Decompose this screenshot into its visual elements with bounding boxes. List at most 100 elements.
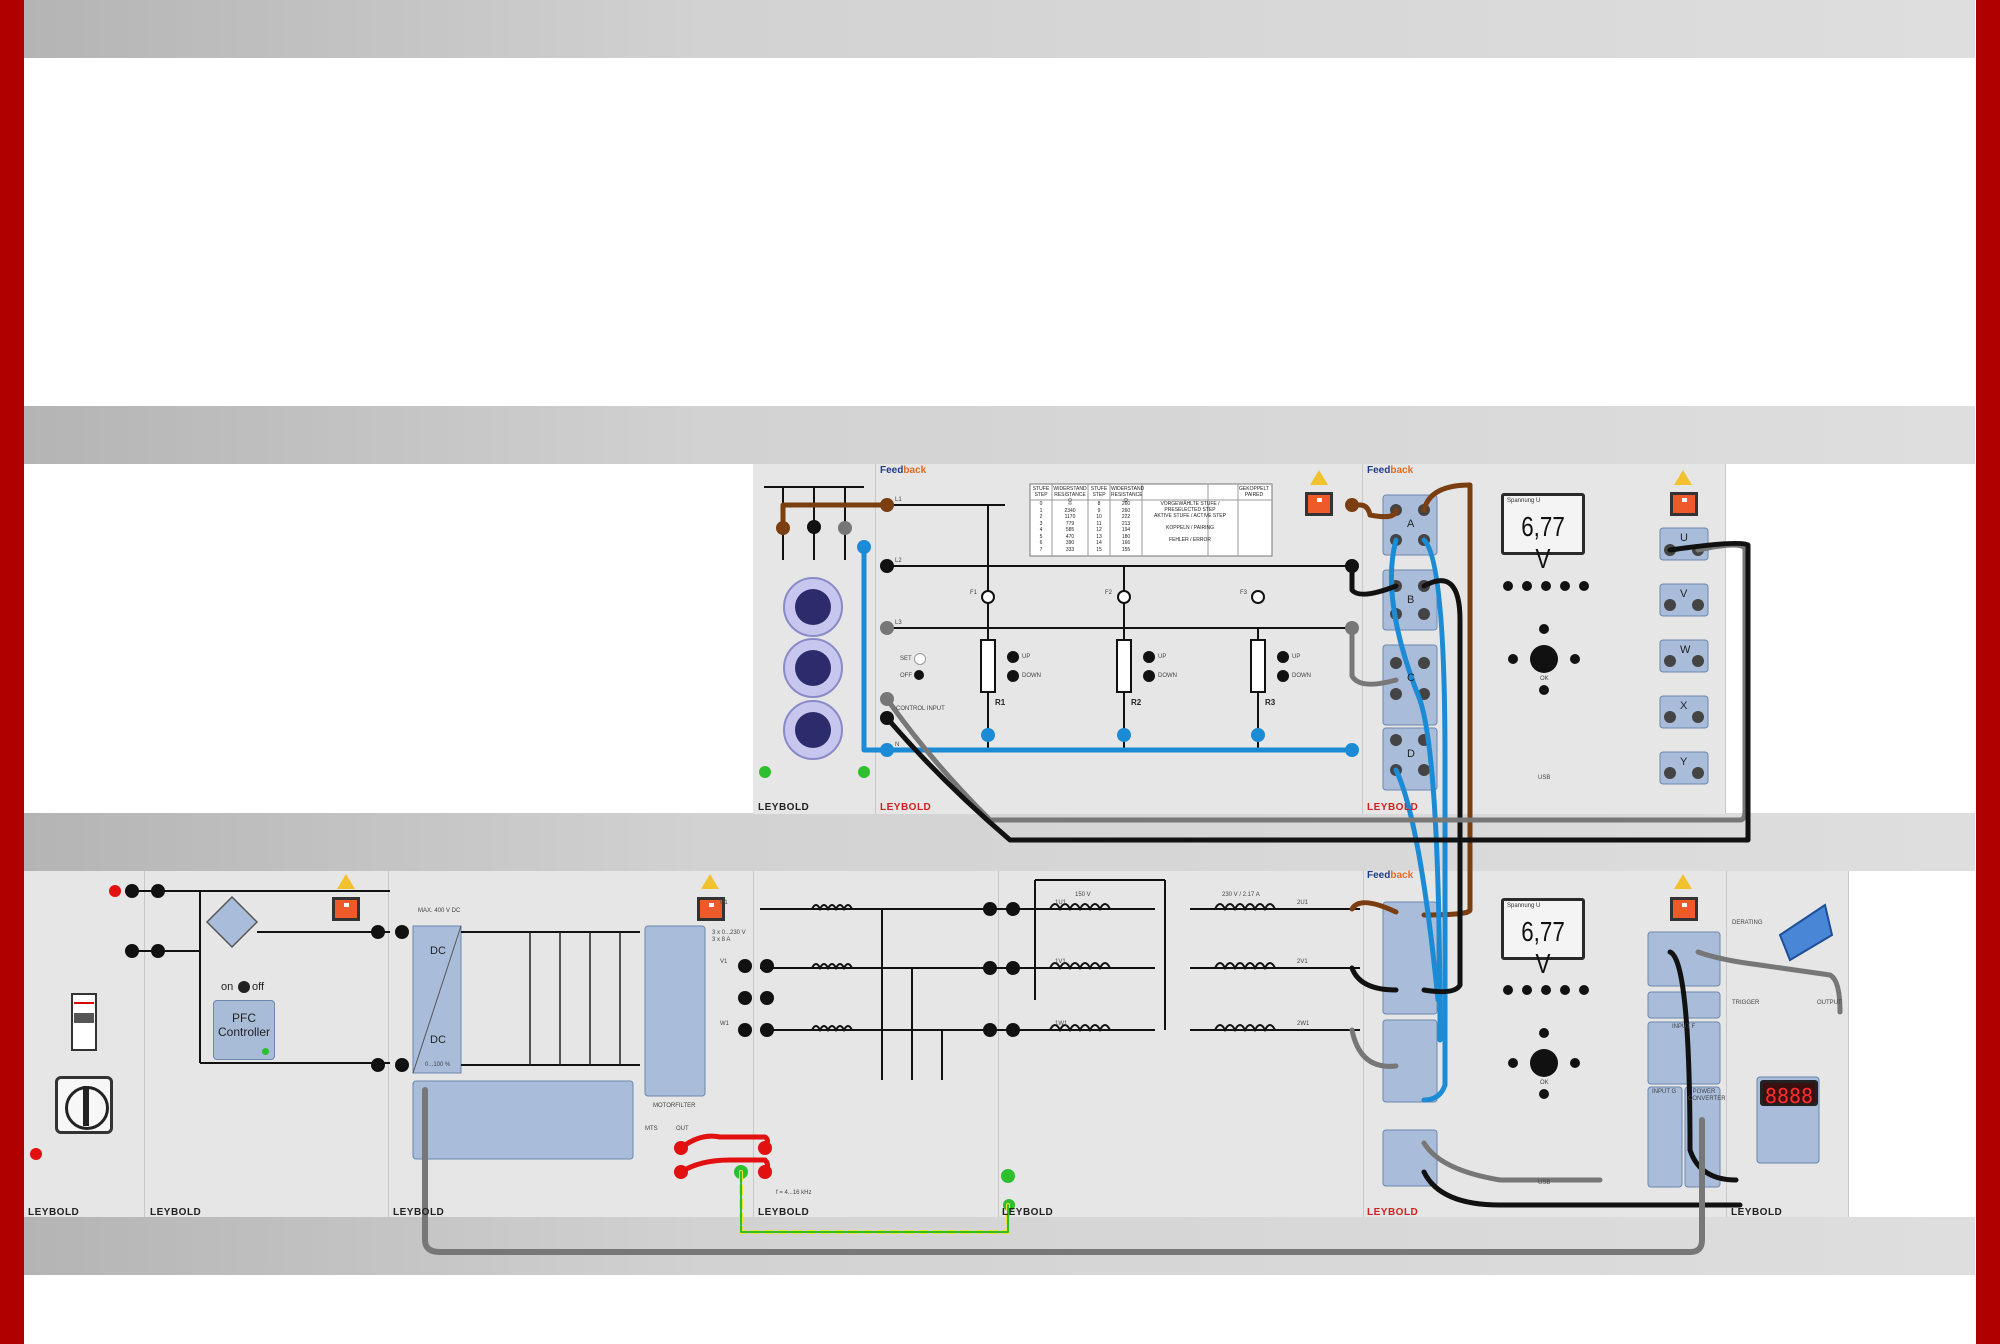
- display-title: Spannung U: [1507, 903, 1541, 909]
- rail-2: [24, 406, 1975, 464]
- voltage-display: Spannung U 6,77 V: [1501, 898, 1585, 979]
- fuse-label: F1: [970, 590, 978, 596]
- resistor-label: R2: [1131, 698, 1142, 707]
- channel-port-label: C: [1407, 672, 1415, 684]
- off-button[interactable]: [914, 670, 924, 680]
- brand-label: LEYBOLD: [28, 1207, 80, 1218]
- seven-segment-display: 8888: [1760, 1080, 1818, 1108]
- warning-icon: [337, 874, 355, 889]
- off-label: off: [252, 981, 265, 993]
- main-switch-knob[interactable]: [55, 1076, 113, 1134]
- table-cell: ∞: [1068, 501, 1072, 507]
- motorfilter-label: MOTORFILTER: [653, 1103, 696, 1109]
- legend-item: VORGEWÄHLTE STUFE / PRESELECTED STEP: [1160, 501, 1220, 513]
- off-button-label: OFF: [900, 673, 912, 679]
- left-frame-edge: [0, 0, 24, 1344]
- power-switch[interactable]: [332, 897, 360, 921]
- resistor-label: R3: [1265, 698, 1276, 707]
- resistor-label: R1: [995, 698, 1006, 707]
- input-g-label: INPUT G: [1652, 1089, 1677, 1095]
- out-label: OUT: [676, 1126, 689, 1132]
- set-button[interactable]: [914, 653, 926, 665]
- table-cell: 2: [1039, 514, 1043, 520]
- table-header: STUFE STEP: [1032, 486, 1050, 498]
- power-switch[interactable]: [1670, 897, 1698, 921]
- transformer-secondary-label: 230 V / 2.17 A: [1222, 892, 1260, 898]
- table-cell: 4: [1039, 527, 1043, 533]
- table-cell: 0: [1039, 501, 1043, 507]
- table-cell: 194: [1121, 527, 1131, 533]
- terminal-label: 1V1: [1055, 959, 1066, 965]
- ok-label: OK: [1540, 1080, 1549, 1086]
- display-value: 6,77 V: [1521, 916, 1565, 979]
- line-label: L2: [895, 558, 902, 564]
- brand-label: LEYBOLD: [1367, 802, 1419, 813]
- table-cell: 180: [1121, 533, 1131, 540]
- on-label: on: [221, 981, 234, 993]
- channel-port-label: D: [1407, 748, 1415, 760]
- panel-motor-filter: [754, 871, 999, 1217]
- display-value: 6,77 V: [1521, 511, 1565, 574]
- up-label: UP: [1022, 654, 1031, 660]
- usb-label: USB: [1538, 775, 1551, 781]
- filter-spec-label: 3 x 0...230 V 3 x 8 A: [712, 930, 746, 943]
- rail-bottom: [24, 1217, 1975, 1275]
- brand-label: LEYBOLD: [393, 1207, 445, 1218]
- terminal-label: W1: [720, 1021, 729, 1027]
- channel-port-label: A: [1407, 518, 1415, 530]
- line-label: L3: [895, 620, 902, 626]
- warning-icon: [1310, 470, 1328, 485]
- table-header: WIDERSTAND RESISTANCE Ω: [1053, 486, 1087, 504]
- down-label: DOWN: [1022, 673, 1041, 679]
- brand-label: LEYBOLD: [1731, 1207, 1783, 1218]
- pfc-controller: PFC Controller: [213, 1000, 275, 1060]
- legend-item: AKTIVE STUFE / ACTIVE STEP: [1154, 513, 1226, 519]
- power-switch[interactable]: [1305, 492, 1333, 516]
- table-cell: 14: [1096, 540, 1102, 546]
- brand-label: LEYBOLD: [1002, 1207, 1054, 1218]
- table-row: 2 1170 10 222: [1030, 514, 1142, 520]
- table-cell: 7: [1039, 546, 1043, 553]
- power-switch[interactable]: [1670, 492, 1698, 516]
- fuse-label: F3: [1240, 590, 1248, 596]
- feedback-logo: Feedback: [1367, 870, 1414, 881]
- table-cell: 222: [1121, 514, 1131, 520]
- phase-port-label: Y: [1680, 756, 1688, 768]
- up-label: UP: [1158, 654, 1167, 660]
- phase-port-label: W: [1680, 644, 1691, 656]
- table-cell: 10: [1096, 514, 1102, 520]
- fuse-label: F2: [1105, 590, 1113, 596]
- down-label: DOWN: [1158, 673, 1177, 679]
- table-cell: 5: [1039, 533, 1043, 540]
- table-cell: 13: [1096, 533, 1102, 540]
- terminal-label: 1W1: [1055, 1021, 1068, 1027]
- ok-label: OK: [1540, 676, 1549, 682]
- pfc-toggle[interactable]: [238, 981, 250, 993]
- legend-item: KOPPELN / PAIRING: [1166, 525, 1214, 531]
- control-input-label: CONTROL INPUT: [896, 706, 945, 712]
- input-f-label: INPUT F: [1672, 1024, 1696, 1030]
- table-cell: 779: [1065, 520, 1075, 527]
- power-switch[interactable]: [697, 897, 725, 921]
- table-cell: 390: [1065, 540, 1075, 546]
- voltage-display: Spannung U 6,77 V: [1501, 493, 1585, 574]
- down-label: DOWN: [1292, 673, 1311, 679]
- panel-transformer: [999, 871, 1364, 1217]
- warning-icon: [1674, 874, 1692, 889]
- table-cell: 3: [1039, 520, 1043, 527]
- resistance-table: STUFE STEP WIDERSTAND RESISTANCE Ω STUFE…: [1030, 484, 1272, 556]
- dc-label-top: DC: [430, 945, 446, 957]
- terminal-label: 2V1: [1297, 959, 1308, 965]
- table-cell: 585: [1065, 527, 1075, 533]
- table-cell: 6: [1039, 540, 1043, 546]
- trigger-label: TRIGGER: [1732, 1000, 1760, 1006]
- warning-icon: [1674, 470, 1692, 485]
- dc-label-bottom: DC: [430, 1034, 446, 1046]
- table-cell: 1170: [1064, 514, 1076, 520]
- percent-label: 0...100 %: [425, 1062, 451, 1068]
- derating-label: DERATING: [1732, 920, 1763, 926]
- set-label: SET: [900, 656, 912, 662]
